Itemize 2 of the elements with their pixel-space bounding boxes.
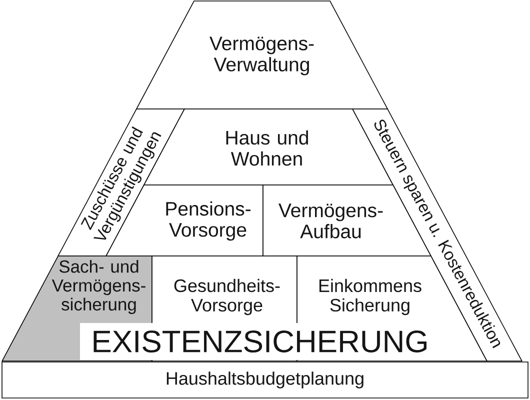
tier-heading: EXISTENZSICHERUNG <box>80 323 440 360</box>
base-bar: Haushaltsbudgetplanung <box>2 362 528 398</box>
